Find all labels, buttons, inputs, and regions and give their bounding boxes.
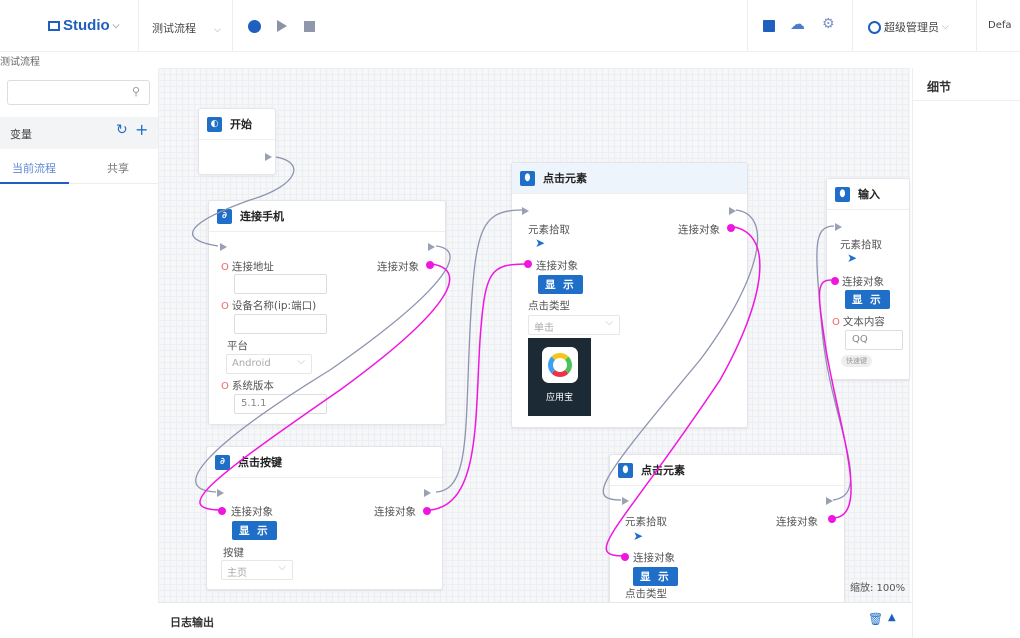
log-output-bar: 日志输出 🗑 ▲ [158, 602, 912, 638]
node-icon: ∂ [215, 454, 230, 470]
flow-out-port[interactable] [265, 153, 272, 161]
add-icon[interactable]: + [135, 120, 149, 139]
hint-tag[interactable]: 快速键 [841, 355, 872, 367]
sidebar [0, 68, 158, 638]
flow-select[interactable]: 测试流程⌵ [152, 22, 221, 35]
node-click-element[interactable]: ⬮点击元素 元素拾取 连接对象 ➤ 连接对象 显 示 点击类型 单击 应用宝 [511, 162, 748, 428]
node-click-key[interactable]: ∂点击按键 连接对象 连接对象 显 示 按键 主页 [206, 446, 443, 590]
details-panel: 细节 [912, 68, 1020, 638]
flow-out-port[interactable] [729, 207, 736, 215]
monitor-icon [48, 20, 60, 31]
connection-in-port[interactable] [524, 260, 532, 268]
element-screenshot: 应用宝 [528, 338, 591, 416]
flow-out-port[interactable] [826, 497, 833, 505]
top-toolbar: Studio⌵ 测试流程⌵ ☁ ⚙ 超级管理员⌵ Defa [0, 0, 1020, 52]
node-icon: ⬮ [618, 462, 633, 478]
address-input[interactable] [234, 274, 327, 294]
variable-tabs: 当前流程 共享 [0, 150, 158, 184]
flow-out-port[interactable] [424, 489, 431, 497]
app-icon [542, 347, 578, 383]
version-input[interactable]: 5.1.1 [234, 394, 327, 414]
studio-menu[interactable]: Studio⌵ [48, 17, 119, 34]
save-icon[interactable] [763, 20, 775, 32]
zoom-level: 缩放: 100% [850, 583, 906, 594]
connection-in-port[interactable] [831, 277, 839, 285]
clear-log-icon[interactable]: 🗑 [868, 612, 884, 626]
connection-in-port[interactable] [621, 553, 629, 561]
node-icon: ⬮ [520, 170, 535, 186]
flow-in-port[interactable] [522, 207, 529, 215]
node-icon: ⬮ [835, 186, 850, 202]
settings-icon[interactable]: ⚙ [822, 16, 835, 32]
show-button[interactable]: 显 示 [845, 290, 890, 309]
connection-out-port[interactable] [423, 507, 431, 515]
element-picker-icon[interactable]: ➤ [847, 251, 858, 265]
show-button[interactable]: 显 示 [232, 521, 277, 540]
refresh-icon[interactable]: ↻ [116, 122, 128, 138]
connection-out-port[interactable] [426, 261, 434, 269]
connection-in-port[interactable] [218, 507, 226, 515]
user-icon [868, 20, 881, 34]
upload-cloud-icon[interactable]: ☁ [790, 15, 805, 33]
show-button[interactable]: 显 示 [538, 275, 583, 294]
flow-in-port[interactable] [217, 489, 224, 497]
user-menu[interactable]: 超级管理员⌵ [868, 19, 949, 35]
expand-up-icon[interactable]: ▲ [888, 612, 896, 623]
node-start[interactable]: ◐开始 [198, 108, 276, 175]
debug-icon[interactable] [248, 20, 261, 33]
workspace-select[interactable]: Defa [988, 20, 1012, 31]
element-picker-icon[interactable]: ➤ [633, 529, 644, 543]
text-input[interactable]: QQ [845, 330, 903, 350]
node-icon: ∂ [217, 208, 232, 224]
flow-in-port[interactable] [220, 243, 227, 251]
start-icon: ◐ [207, 116, 222, 132]
flow-in-port[interactable] [835, 223, 842, 231]
variables-header: 变量 ↻ + [0, 117, 158, 149]
tab-shared[interactable]: 共享 [107, 162, 129, 175]
key-select[interactable]: 主页 [221, 560, 293, 580]
stop-icon[interactable] [304, 21, 315, 32]
flow-in-port[interactable] [622, 497, 629, 505]
tab-current-flow[interactable]: 当前流程 [12, 162, 56, 175]
device-input[interactable] [234, 314, 327, 334]
show-button[interactable]: 显 示 [633, 567, 678, 586]
search-input[interactable]: ⚲ [7, 80, 150, 105]
platform-select[interactable]: Android [226, 354, 312, 374]
connection-out-port[interactable] [828, 515, 836, 523]
breadcrumb: 测试流程 [0, 57, 40, 68]
node-click-element-2[interactable]: ⬮点击元素 元素拾取 连接对象 ➤ 连接对象 显 示 点击类型 [609, 454, 845, 602]
search-icon: ⚲ [131, 85, 140, 98]
connection-out-port[interactable] [727, 224, 735, 232]
flow-out-port[interactable] [428, 243, 435, 251]
run-icon[interactable] [277, 20, 287, 32]
click-type-select[interactable]: 单击 [528, 315, 620, 335]
element-picker-icon[interactable]: ➤ [535, 236, 546, 250]
